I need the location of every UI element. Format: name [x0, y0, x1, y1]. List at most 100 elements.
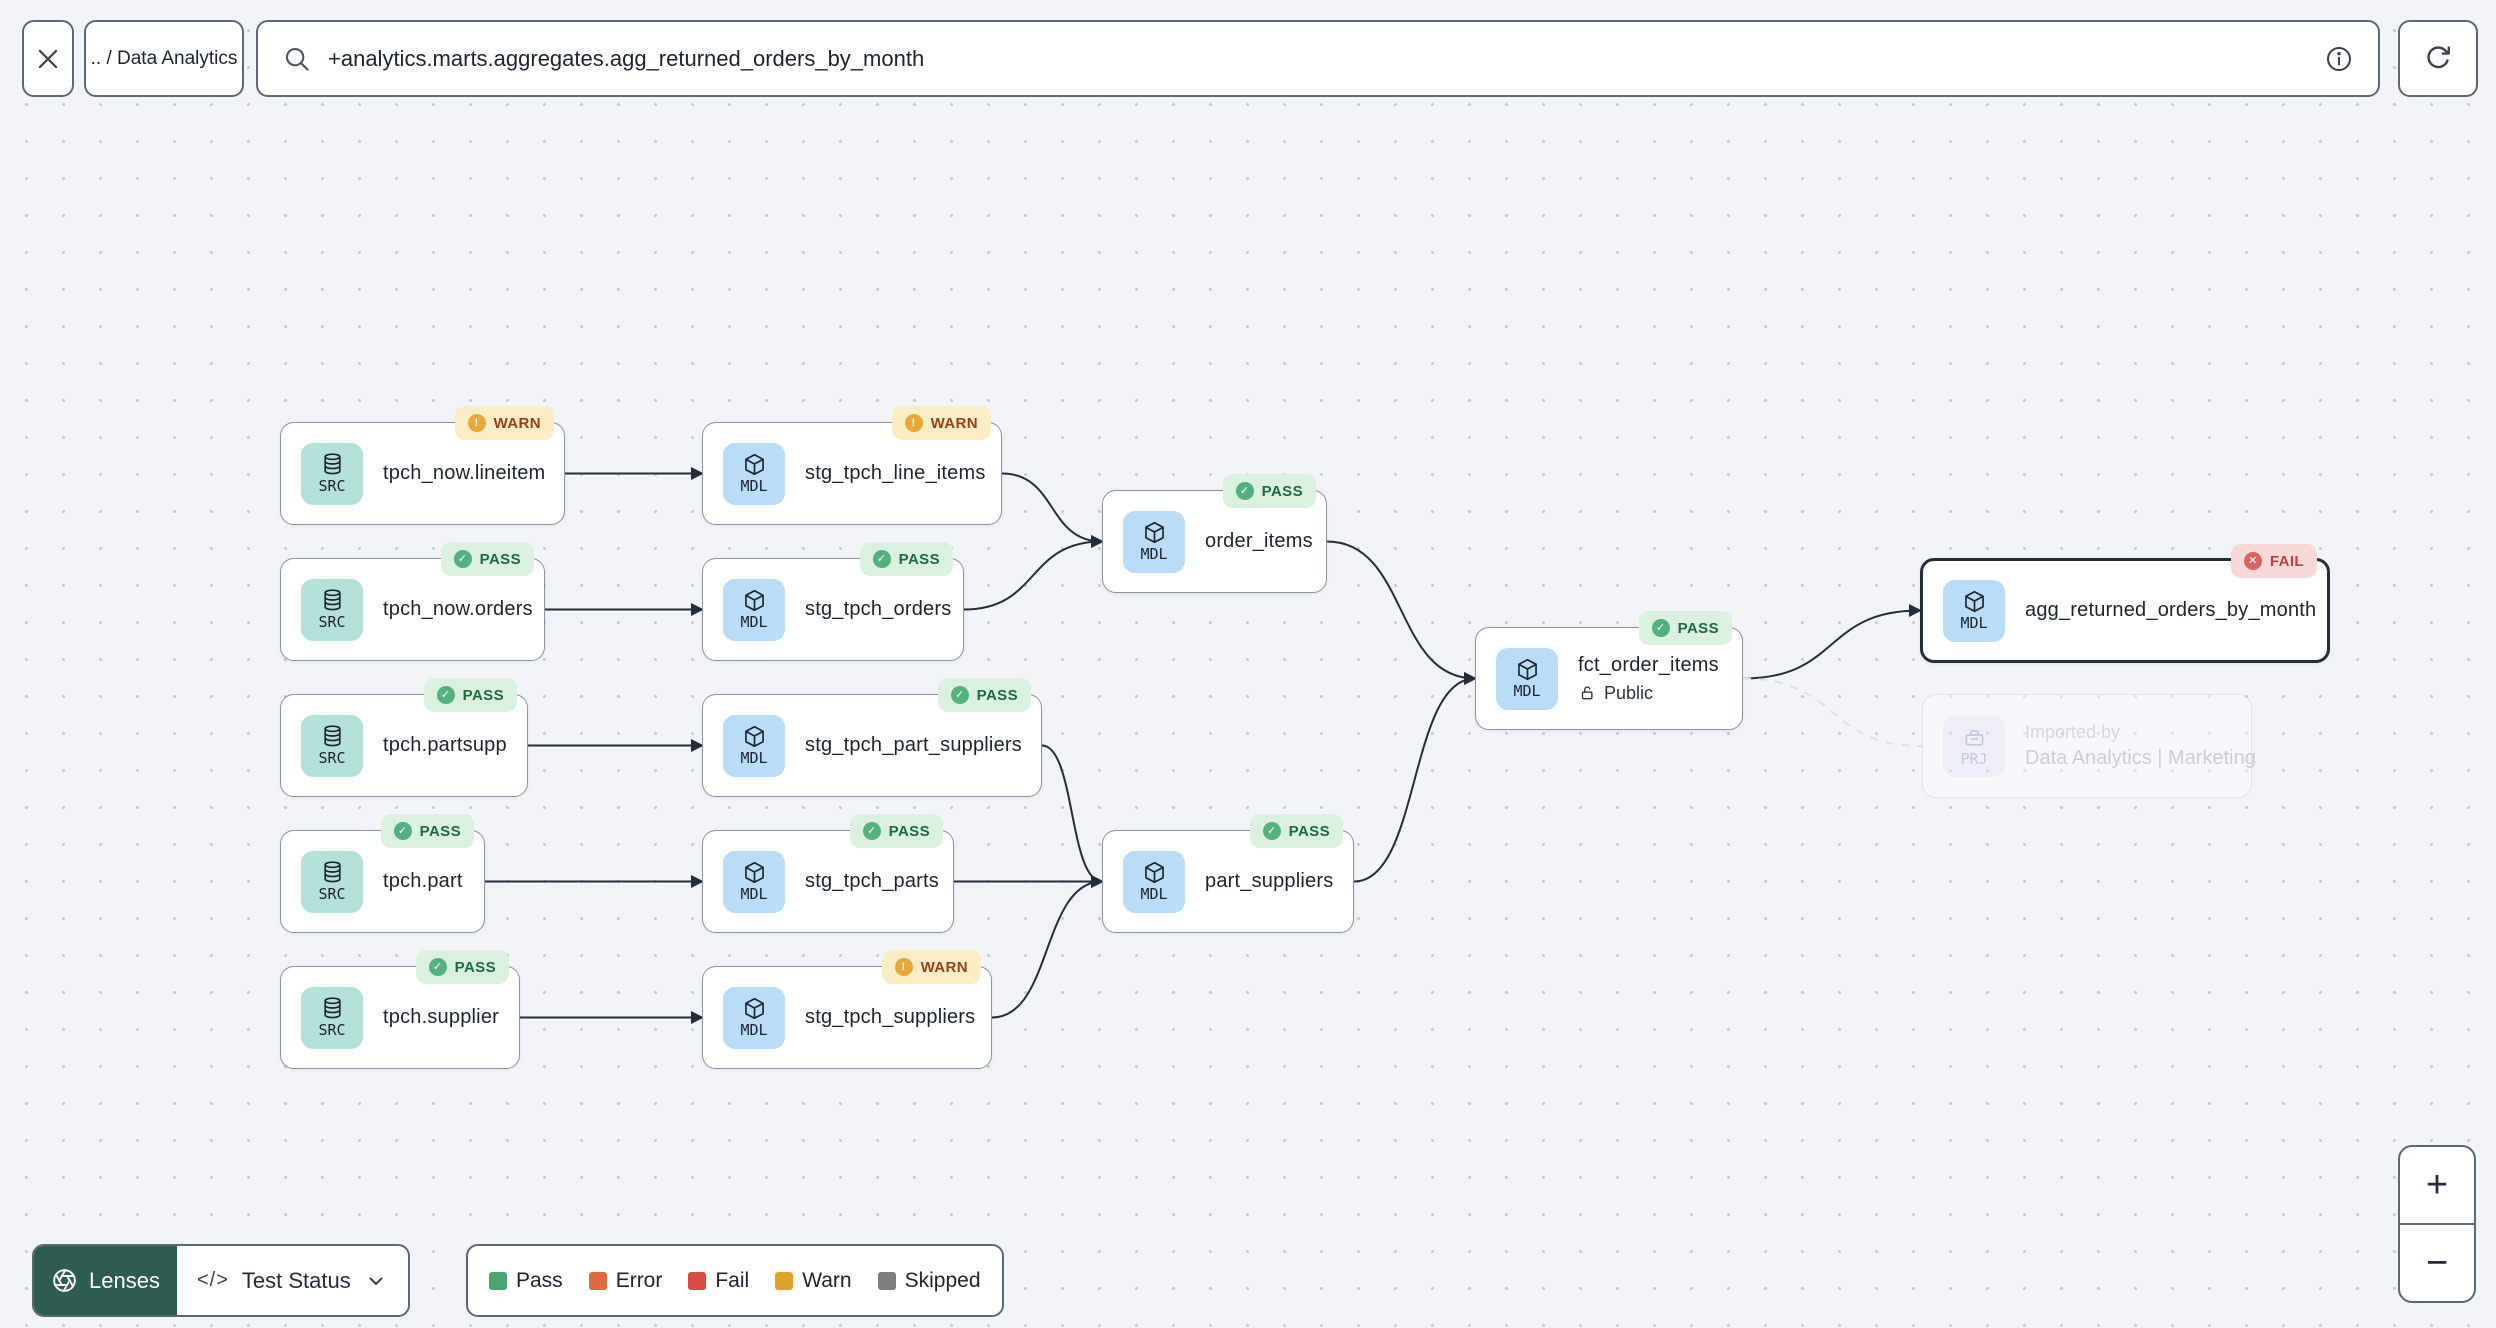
- legend-label: Skipped: [904, 1268, 981, 1292]
- node-type-label: MDL: [740, 1021, 768, 1040]
- database-icon: SRC: [301, 442, 363, 505]
- node-type-label: MDL: [1513, 682, 1541, 701]
- status-label: PASS: [888, 822, 930, 840]
- status-badge-pass: ✓PASS: [423, 678, 517, 712]
- node-labels: order_items: [1205, 530, 1313, 553]
- lens-selected-value: Test Status: [241, 1267, 351, 1293]
- legend-swatch: [489, 1271, 507, 1290]
- node-labels: part_suppliers: [1205, 870, 1333, 893]
- node-type-label: PRJ: [1960, 749, 1988, 768]
- search-bar[interactable]: [256, 20, 2380, 97]
- node-label: fct_order_items: [1578, 653, 1719, 676]
- close-button[interactable]: [22, 20, 74, 97]
- node-label: Data Analytics | Marketing: [2025, 747, 2256, 769]
- status-badge-pass: ✓PASS: [859, 542, 953, 576]
- info-icon[interactable]: [2324, 44, 2354, 74]
- status-badge-pass: ✓ PASS: [849, 814, 943, 848]
- status-label: PASS: [976, 686, 1018, 704]
- node-labels: tpch.partsupp: [383, 734, 507, 757]
- node-label: tpch_now.orders: [383, 598, 533, 620]
- status-badge-pass: ✓PASS: [1638, 611, 1732, 645]
- status-badge-pass: ✓PASS: [1249, 814, 1343, 848]
- graph-node-stg_suppliers[interactable]: !WARN MDL stg_tpch_suppliers: [702, 950, 992, 1069]
- cube-icon: MDL: [1123, 850, 1185, 913]
- legend-item-skipped: Skipped: [877, 1268, 981, 1293]
- node-label: stg_tpch_suppliers: [805, 1006, 976, 1028]
- status-label: PASS: [419, 822, 461, 840]
- lenses-label: Lenses: [89, 1267, 160, 1293]
- node-type-label: MDL: [1140, 885, 1168, 904]
- edge-stg_orders-to-order_items: [963, 535, 1104, 611]
- check-circle-icon: ✓: [862, 822, 881, 840]
- cube-icon: MDL: [723, 578, 785, 641]
- node-sublabel: Imported by: [2025, 722, 2121, 742]
- cube-icon: MDL: [1123, 510, 1185, 573]
- node-labels: tpch_now.lineitem: [383, 462, 545, 485]
- legend-label: Warn: [802, 1268, 852, 1292]
- graph-node-src_orders[interactable]: ✓PASS SRC tpch_now.orders: [280, 542, 545, 661]
- node-type-label: SRC: [318, 885, 346, 904]
- node-labels: Imported by Data Analytics | Marketing: [2025, 722, 2256, 770]
- status-label: PASS: [479, 550, 521, 568]
- zoom-controls: + −: [2398, 1145, 2476, 1303]
- legend-swatch: [688, 1271, 707, 1290]
- node-type-label: MDL: [740, 885, 768, 904]
- node-label: stg_tpch_orders: [805, 598, 952, 620]
- legend-label: Fail: [715, 1268, 750, 1292]
- lenses-button[interactable]: Lenses: [34, 1246, 177, 1315]
- search-input[interactable]: [326, 44, 2310, 73]
- graph-node-stg_orders[interactable]: ✓PASS MDL stg_tpch_orders: [702, 542, 964, 661]
- node-type-label: MDL: [740, 477, 768, 496]
- legend-item-warn: Warn: [775, 1268, 852, 1293]
- refresh-button[interactable]: [2398, 20, 2478, 97]
- check-circle-icon: ✓: [1651, 619, 1670, 637]
- node-label: agg_returned_orders_by_month: [2025, 599, 2317, 621]
- check-circle-icon: ✓: [393, 822, 412, 840]
- status-label: PASS: [1288, 822, 1330, 840]
- cube-icon: MDL: [723, 442, 785, 505]
- legend-item-pass: Pass: [489, 1269, 563, 1293]
- legend-label: Pass: [516, 1268, 563, 1292]
- graph-node-part_suppliers[interactable]: ✓PASS MDL part_suppliers: [1102, 814, 1354, 933]
- check-circle-icon: ✓: [436, 686, 455, 704]
- status-badge-warn: !WARN: [881, 950, 981, 984]
- lens-selector[interactable]: </> Test Status: [177, 1246, 408, 1315]
- zoom-out-button[interactable]: −: [2400, 1225, 2474, 1301]
- breadcrumb[interactable]: .. / Data Analytics: [84, 20, 244, 97]
- legend-label: Error: [615, 1268, 663, 1292]
- check-circle-icon: ✓: [950, 686, 969, 704]
- status-badge-warn: !WARN: [891, 406, 991, 440]
- lens-pill: Lenses </> Test Status: [32, 1244, 410, 1317]
- status-badge-pass: ✓PASS: [440, 542, 534, 576]
- node-labels: stg_tpch_line_items: [805, 462, 986, 485]
- node-labels: stg_tpch_orders: [805, 598, 951, 621]
- edge-stg_suppliers-to-part_suppliers: [991, 875, 1104, 1019]
- zoom-in-button[interactable]: +: [2400, 1147, 2474, 1223]
- warning-circle-icon: !: [894, 958, 913, 976]
- unlock-icon: [1578, 684, 1596, 702]
- warning-circle-icon: !: [904, 414, 923, 432]
- database-icon: SRC: [301, 578, 363, 641]
- warning-circle-icon: !: [467, 414, 486, 432]
- graph-node-stg_line_items[interactable]: !WARN MDL stg_tpch_line_items: [702, 406, 1002, 525]
- graph-node-prj_marketing[interactable]: PRJ Imported by Data Analytics | Marketing: [1922, 694, 2256, 798]
- node-type-label: MDL: [1140, 545, 1168, 564]
- node-labels: stg_tpch_part_suppliers: [805, 734, 1022, 757]
- status-badge-pass: ✓ PASS: [937, 678, 1031, 712]
- cube-icon: MDL: [723, 850, 785, 913]
- node-access: Public: [1578, 683, 1719, 704]
- check-circle-icon: ✓: [428, 958, 447, 976]
- access-label: Public: [1604, 682, 1654, 703]
